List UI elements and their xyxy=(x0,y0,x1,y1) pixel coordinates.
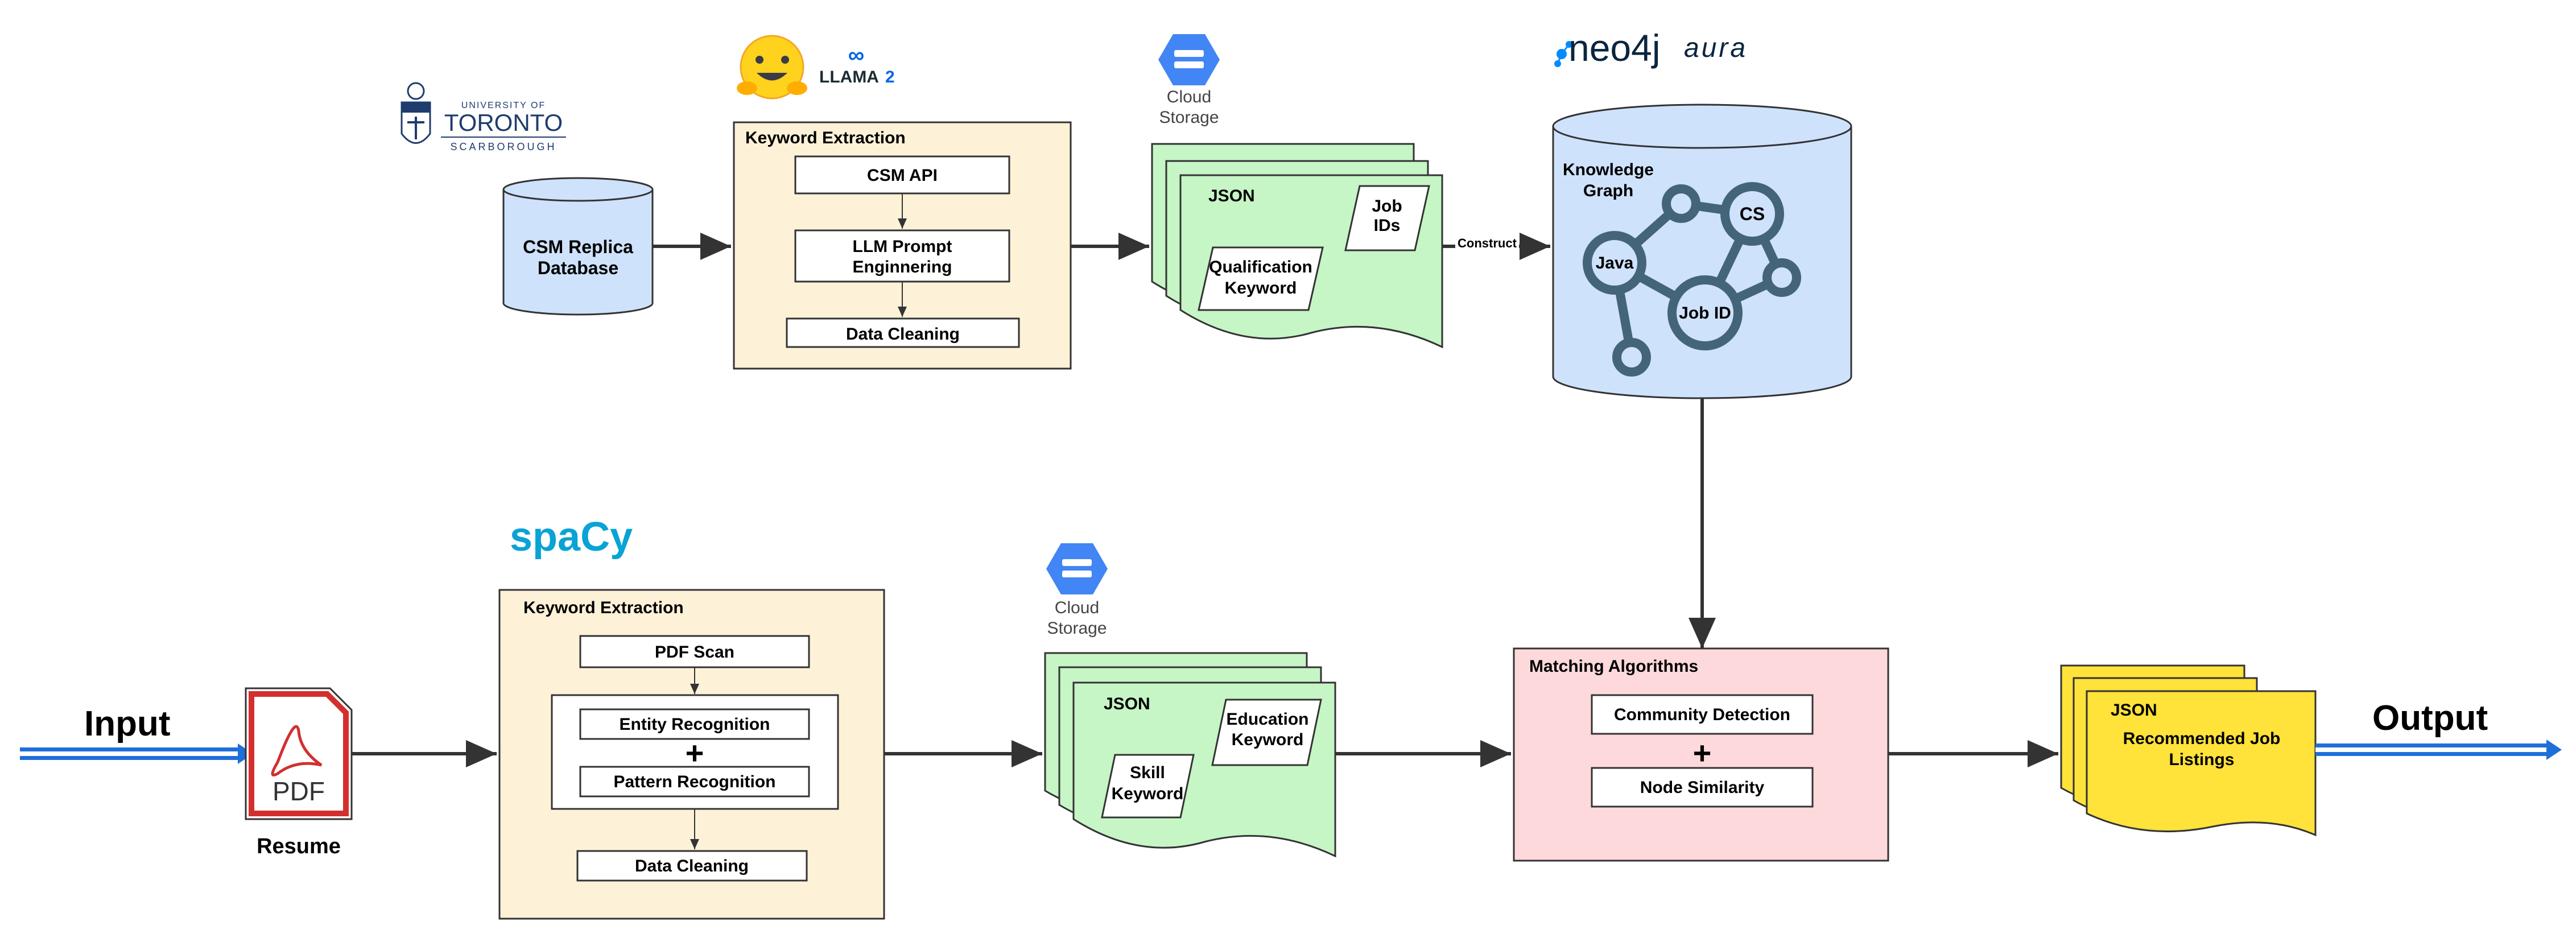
uoft-line1: UNIVERSITY OF xyxy=(461,101,546,110)
matching-algorithms: Matching Algorithms Community Detection … xyxy=(1513,647,1889,862)
step-pattern-recognition: Pattern Recognition xyxy=(613,772,775,791)
extraction-top-title: Keyword Extraction xyxy=(745,129,906,147)
cloud-storage-top: Cloud Storage xyxy=(1158,34,1220,127)
output-json-documents: JSON Recommended Job Listings xyxy=(2060,664,2317,837)
qualification-line2: Keyword xyxy=(1225,279,1297,298)
node-small-1 xyxy=(1662,184,1700,223)
json-bottom-title: JSON xyxy=(1104,695,1150,713)
knowledge-graph: Knowledge Graph Java CS Job ID xyxy=(1552,104,1852,399)
pdf-text: PDF xyxy=(273,776,325,806)
plus-sign-matching: + xyxy=(1693,735,1712,771)
job-ids-line1: Job xyxy=(1372,197,1402,216)
output-arrow xyxy=(2315,739,2562,760)
uoft-crest-icon xyxy=(401,82,431,144)
kg-title-line2: Graph xyxy=(1583,181,1633,200)
step-entity-recognition: Entity Recognition xyxy=(620,715,770,734)
node-small-2 xyxy=(1762,258,1801,297)
node-cs-label: CS xyxy=(1740,204,1765,224)
matching-title: Matching Algorithms xyxy=(1529,657,1698,676)
step-data-cleaning-bottom: Data Cleaning xyxy=(635,857,749,875)
uoft-line2: TORONTO xyxy=(444,109,563,136)
skill-line1: Skill xyxy=(1130,763,1165,782)
neo4j-suffix: aura xyxy=(1684,33,1748,63)
input-label: Input xyxy=(84,704,171,743)
education-line1: Education xyxy=(1226,710,1308,729)
csm-replica-database: CSM Replica Database xyxy=(502,177,654,316)
job-ids-line2: IDs xyxy=(1374,216,1401,235)
database-line1: CSM Replica xyxy=(523,237,633,257)
meta-icon: ∞ xyxy=(848,43,865,68)
hugging-face-icon xyxy=(737,35,807,100)
step-llm-prompt-line2: Enginnering xyxy=(853,258,952,276)
json-top-title: JSON xyxy=(1208,187,1255,205)
input-arrow xyxy=(20,743,253,764)
neo4j-word: neo4j xyxy=(1568,27,1661,69)
keyword-extraction-top: Keyword Extraction CSM API LLM Prompt En… xyxy=(733,121,1072,370)
node-job-id xyxy=(1667,275,1743,350)
node-cs xyxy=(1720,182,1784,246)
output-line2: Listings xyxy=(2169,750,2234,769)
node-jobid-label: Job ID xyxy=(1679,304,1731,323)
cloud-storage-icon xyxy=(1046,543,1108,594)
step-llm-prompt-line1: LLM Prompt xyxy=(853,237,952,256)
qualification-line1: Qualification xyxy=(1209,258,1312,276)
plus-sign-extraction: + xyxy=(686,735,704,771)
pdf-resume-icon: PDF xyxy=(245,687,353,820)
output-json-title: JSON xyxy=(2111,701,2157,720)
skill-line2: Keyword xyxy=(1112,784,1184,803)
cloud-storage-icon xyxy=(1158,34,1220,85)
cloud-top-line2: Storage xyxy=(1159,108,1219,127)
llama-text: LLAMA xyxy=(819,68,879,86)
cloud-bottom-line2: Storage xyxy=(1047,619,1107,638)
construct-label: Construct xyxy=(1458,236,1517,250)
neo4j-aura-logo: neo4j aura xyxy=(1554,27,1748,69)
cloud-bottom-line1: Cloud xyxy=(1055,598,1099,617)
output-label: Output xyxy=(2372,699,2488,738)
uoft-line3: SCARBOROUGH xyxy=(450,141,556,152)
uoft-logo: UNIVERSITY OF TORONTO SCARBOROUGH xyxy=(401,82,566,152)
step-csm-api: CSM API xyxy=(867,166,938,185)
keyword-extraction-bottom: Keyword Extraction PDF Scan Entity Recog… xyxy=(498,589,885,920)
step-data-cleaning-top: Data Cleaning xyxy=(846,325,960,344)
algo-node-similarity: Node Similarity xyxy=(1640,778,1765,797)
llama-version: 2 xyxy=(885,68,895,86)
node-small-3 xyxy=(1612,338,1651,377)
extraction-bottom-title: Keyword Extraction xyxy=(523,598,684,617)
database-line2: Database xyxy=(538,258,618,278)
llama2-logo: ∞ LLAMA 2 xyxy=(819,43,895,86)
education-line2: Keyword xyxy=(1232,730,1304,749)
step-pdf-scan: PDF Scan xyxy=(655,643,734,662)
neo4j-icon xyxy=(1554,41,1572,67)
kg-title-line1: Knowledge xyxy=(1563,160,1654,179)
cloud-top-line1: Cloud xyxy=(1167,88,1211,106)
json-documents-top: JSON Job IDs Qualification Keyword xyxy=(1151,143,1443,349)
json-documents-bottom: JSON Education Keyword Skill Keyword xyxy=(1044,652,1336,858)
algo-community-detection: Community Detection xyxy=(1614,705,1790,724)
node-java xyxy=(1583,231,1646,295)
node-java-label: Java xyxy=(1596,254,1634,272)
cloud-storage-bottom: Cloud Storage xyxy=(1046,543,1108,638)
resume-label: Resume xyxy=(257,834,341,858)
spacy-logo: spaCy xyxy=(510,514,633,560)
output-line1: Recommended Job xyxy=(2123,729,2281,748)
